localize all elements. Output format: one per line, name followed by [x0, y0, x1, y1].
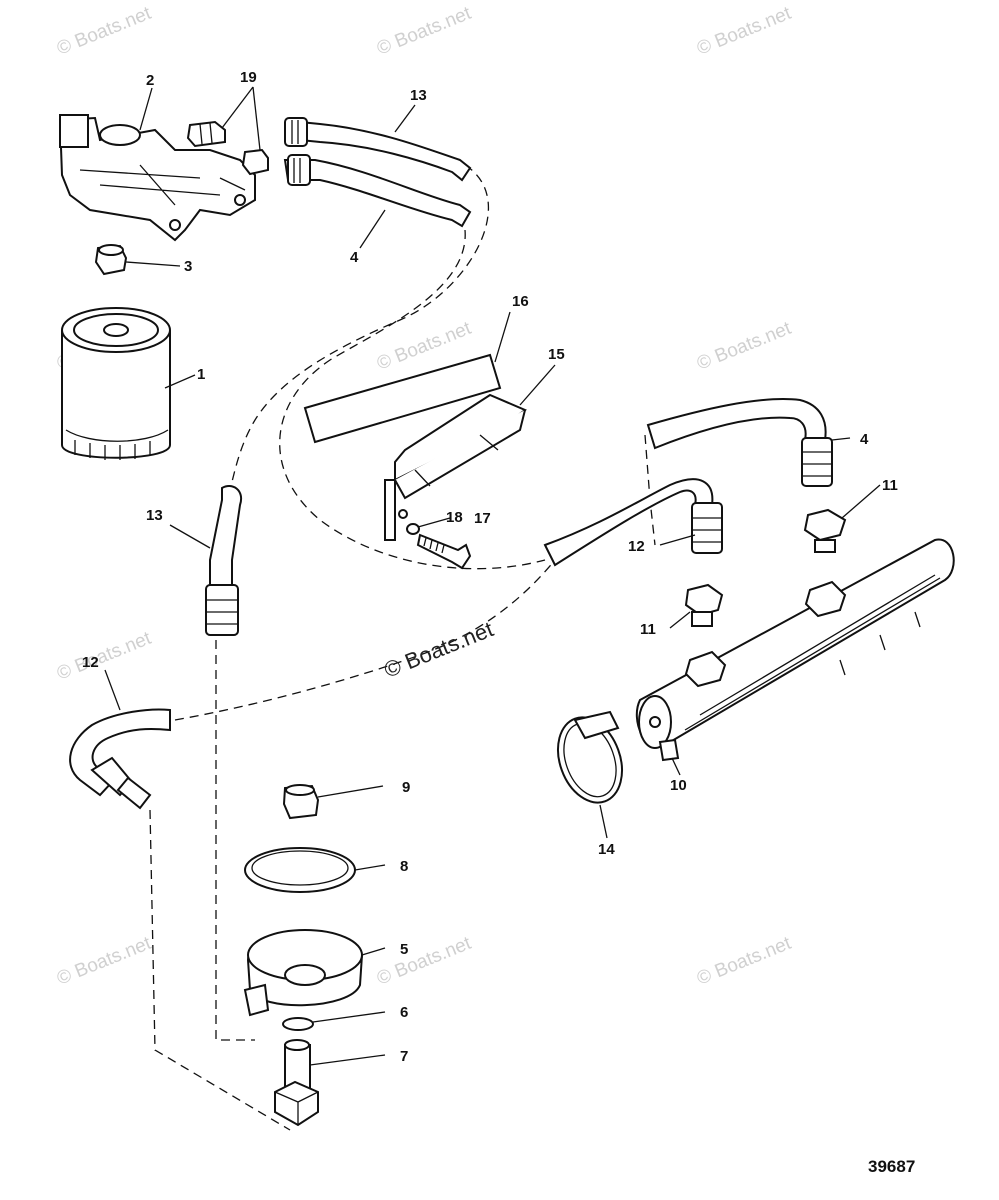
callout-10: 10: [670, 777, 687, 794]
callout-16: 16: [512, 293, 529, 310]
adapter-plate: [243, 929, 364, 1017]
center-watermark: © Boats.net: [381, 616, 497, 682]
callout-5: 5: [400, 941, 408, 958]
callout-1: 1: [197, 366, 205, 383]
adapter: [94, 244, 128, 276]
figure-number: 39687: [868, 1157, 915, 1176]
fuel-rail: [635, 538, 955, 762]
callout-11: 11: [640, 621, 656, 638]
nut: [684, 583, 724, 627]
watermark: © Boats.net: [694, 3, 795, 60]
hose-bracket: [384, 393, 527, 541]
o-ring: [282, 1017, 314, 1031]
callout-4: 4: [860, 431, 869, 448]
watermark: © Boats.net: [54, 933, 155, 990]
callout-19: 19: [240, 69, 257, 86]
watermark: © Boats.net: [54, 3, 155, 60]
callout-13: 13: [146, 507, 163, 524]
callout-4: 4: [350, 249, 359, 266]
callout-17: 17: [474, 510, 491, 527]
callout-9: 9: [402, 779, 410, 796]
nipple-fitting: [274, 1039, 319, 1127]
hose-right-4: [646, 398, 833, 487]
screw-and-washer: [406, 523, 472, 570]
seal-ring: [244, 847, 356, 893]
hose-lower-13: [205, 485, 243, 636]
oil-filter: [61, 307, 171, 460]
callout-8: 8: [400, 858, 408, 875]
callout-12: 12: [82, 654, 99, 671]
nut: [803, 508, 847, 553]
hose-right-12: [543, 478, 723, 567]
callout-7: 7: [400, 1048, 408, 1065]
fitting: [282, 784, 320, 820]
hose-left-12: [69, 708, 171, 810]
watermark: © Boats.net: [54, 628, 155, 685]
callout-11: 11: [882, 477, 898, 494]
watermark: © Boats.net: [694, 318, 795, 375]
leader-lines: [104, 86, 881, 1066]
callouts: 2 19 13 3 4 1 16 15 4 11 18 17 13 12 11 …: [82, 69, 898, 1065]
hose-clamp: [557, 710, 623, 804]
routing-lines: [149, 164, 656, 1131]
callout-6: 6: [400, 1004, 408, 1021]
decal: [303, 353, 502, 444]
callout-12: 12: [628, 538, 645, 555]
watermark: © Boats.net: [694, 933, 795, 990]
watermark: © Boats.net: [374, 3, 475, 60]
watermark: © Boats.net: [374, 933, 475, 990]
callout-13: 13: [410, 87, 427, 104]
fittings: [186, 120, 269, 176]
hose-top-pair: [283, 117, 472, 228]
callout-14: 14: [598, 841, 615, 858]
filter-mount-bracket: [58, 114, 256, 242]
callout-15: 15: [548, 346, 565, 363]
callout-2: 2: [146, 72, 154, 89]
callout-3: 3: [184, 258, 192, 275]
callout-18: 18: [446, 509, 463, 526]
